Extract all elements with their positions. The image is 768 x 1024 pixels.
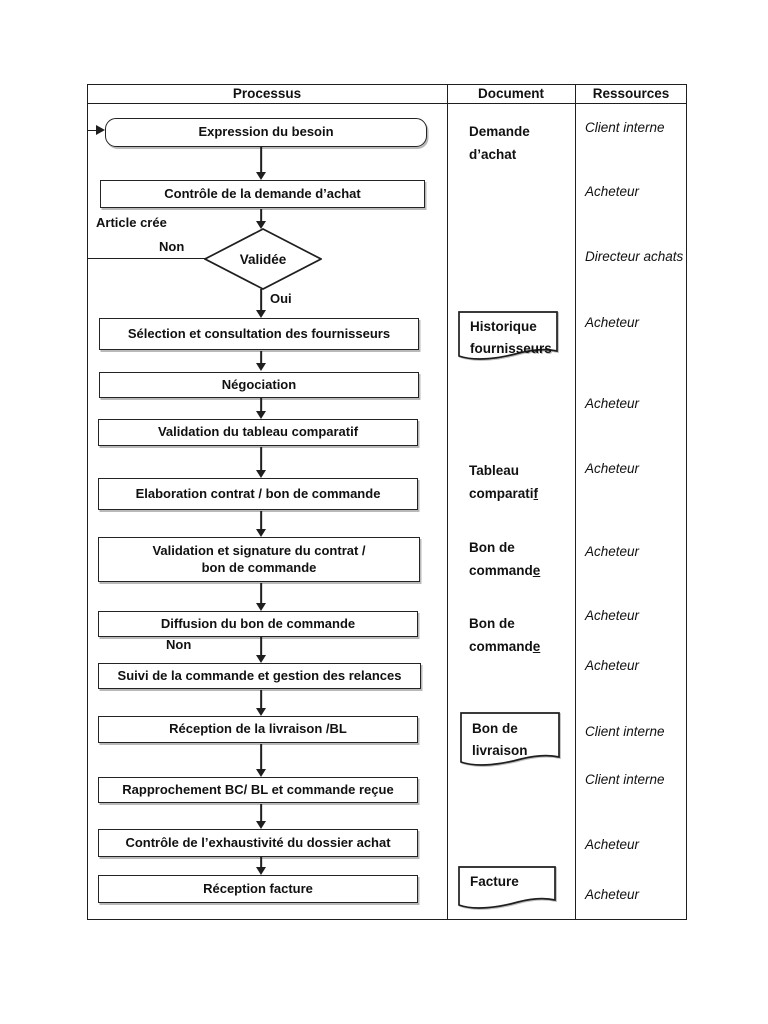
arrow-down-icon [255, 289, 267, 318]
step-rapprochement: Rapprochement BC/ BL et commande reçue [98, 777, 418, 803]
document-shape-facture: Facture [458, 866, 556, 912]
underlined-letter: e [532, 563, 541, 578]
document-shape-label: Facture [470, 874, 519, 889]
label-oui: Oui [270, 291, 292, 306]
entry-line [88, 130, 98, 131]
step-negociation: Négociation [99, 372, 419, 398]
step-expression-besoin: Expression du besoin [105, 118, 427, 147]
arrow-down-icon [255, 209, 267, 229]
resource-label: Acheteur [585, 544, 640, 559]
document-line: Bon de [469, 540, 515, 555]
resource-label: Client interne [585, 724, 665, 739]
non-branch-line [88, 258, 205, 259]
arrow-down-icon [255, 744, 267, 777]
document-shape-icon [460, 712, 560, 766]
resource-label: Client interne [585, 120, 665, 135]
arrow-down-icon [255, 511, 267, 537]
table-outer-border [87, 84, 687, 920]
resource-label: Acheteur [585, 658, 640, 673]
step-validation-tableau: Validation du tableau comparatif [98, 419, 418, 446]
resource-label: Acheteur [585, 184, 640, 199]
underlined-letter: e [532, 639, 541, 654]
resource-label: Client interne [585, 772, 665, 787]
decision-validee: Validée [203, 228, 323, 290]
document-line: Tableau [469, 463, 520, 478]
arrow-down-icon [255, 398, 267, 419]
step-elaboration-contrat: Elaboration contrat / bon de commande [98, 478, 418, 510]
header-processus: Processus [232, 86, 302, 101]
step-reception-facture: Réception facture [98, 875, 418, 903]
document-shape-icon [458, 311, 558, 360]
label-non-decision: Non [159, 239, 185, 254]
arrow-down-icon [255, 351, 267, 371]
resource-label: Directeur achats [585, 249, 684, 264]
resource-label: Acheteur [585, 461, 640, 476]
document-tableau-comparatif: Tableau comparatif [469, 459, 538, 505]
label-non-diffusion: Non [166, 637, 192, 652]
step-diffusion-bon: Diffusion du bon de commande [98, 611, 418, 637]
header-ressources: Ressources [592, 86, 670, 101]
arrow-down-icon [255, 147, 267, 180]
entry-arrowhead-icon [96, 125, 105, 135]
step-suivi-commande: Suivi de la commande et gestion des rela… [98, 663, 421, 689]
step-reception-livraison: Réception de la livraison /BL [98, 716, 418, 743]
document-line: commande [469, 639, 541, 654]
header-row-divider [87, 103, 687, 104]
arrow-down-icon [255, 637, 267, 663]
decision-label: Validée [239, 251, 287, 267]
underlined-letter: f [533, 486, 539, 501]
document-shape-label: Historique fournisseurs [470, 319, 552, 356]
arrow-down-icon [255, 690, 267, 716]
document-line: d’achat [469, 147, 517, 162]
step-controle-demande: Contrôle de la demande d’achat [100, 180, 425, 208]
document-shape-bon-livraison: Bon de livraison [460, 712, 560, 770]
document-line: comparatif [469, 486, 539, 501]
arrow-down-icon [255, 804, 267, 829]
document-bon-commande-1: Bon de commande [469, 536, 540, 582]
arrow-down-icon [255, 583, 267, 611]
header-document: Document [477, 86, 544, 101]
document-line: Demande [469, 124, 530, 139]
step-validation-signature: Validation et signature du contrat / bon… [98, 537, 420, 582]
column-divider-document [447, 84, 448, 920]
resource-label: Acheteur [585, 837, 640, 852]
document-demande-achat: Demande d’achat [469, 120, 530, 166]
step-selection-fournisseurs: Sélection et consultation des fournisseu… [99, 318, 419, 350]
document-line: commande [469, 563, 541, 578]
resource-label: Acheteur [585, 887, 640, 902]
arrow-down-icon [255, 857, 267, 875]
resource-label: Acheteur [585, 396, 640, 411]
document-shape-historique: Historique fournisseurs [458, 311, 558, 363]
label-article-cree: Article crée [96, 215, 167, 230]
arrow-down-icon [255, 447, 267, 478]
resource-label: Acheteur [585, 608, 640, 623]
document-shape-label: Bon de livraison [472, 721, 528, 758]
resource-label: Acheteur [585, 315, 640, 330]
document-bon-commande-2: Bon de commande [469, 612, 540, 658]
step-controle-exhaustivite: Contrôle de l’exhaustivité du dossier ac… [98, 829, 418, 857]
document-line: Bon de [469, 616, 515, 631]
column-divider-ressources [575, 84, 576, 920]
document-shape-icon [458, 866, 556, 909]
